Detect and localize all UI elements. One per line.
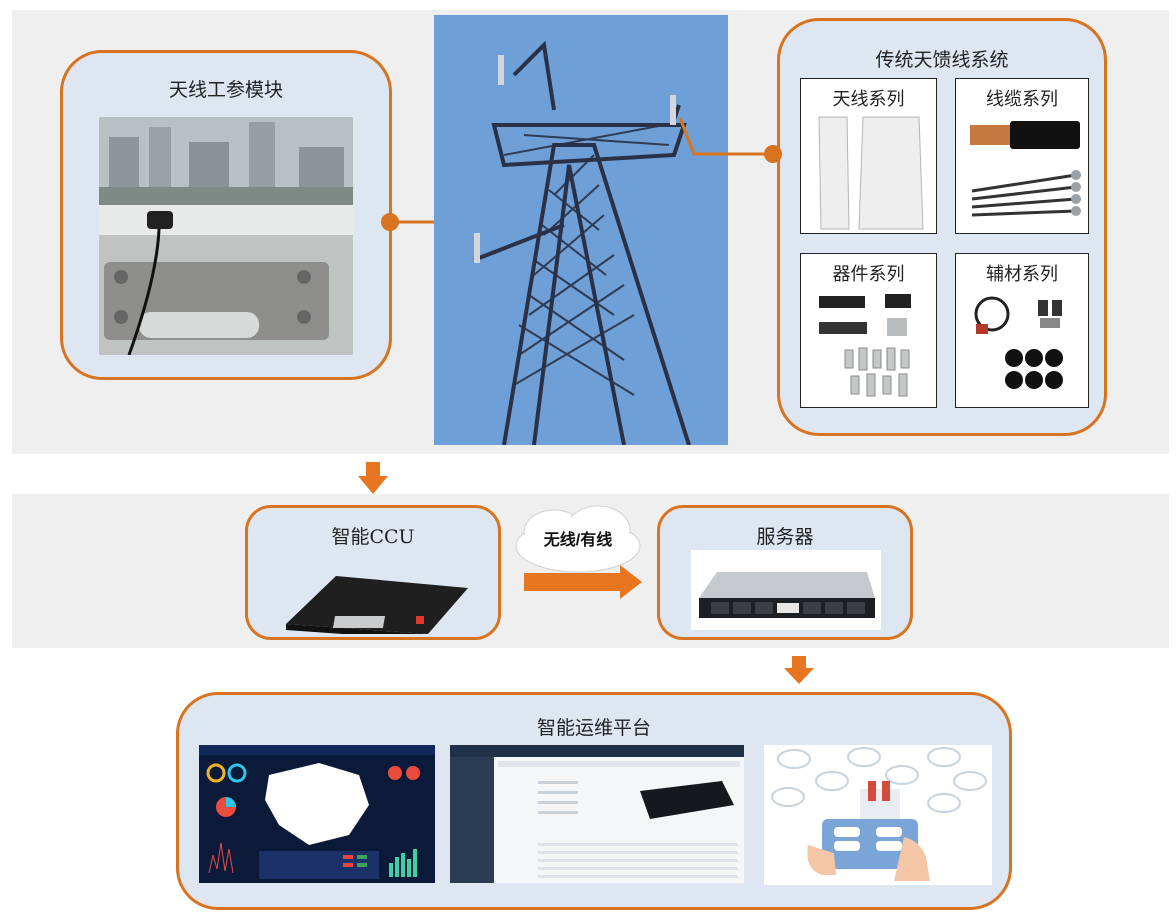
antenna-module-box: 天线工参模块 (60, 50, 392, 380)
server-title: 服务器 (756, 526, 814, 548)
antenna-series-label: 天线系列 (832, 89, 905, 110)
accessory-series-label: 辅材系列 (986, 264, 1058, 285)
server-photo (691, 550, 881, 630)
ccu-title: 智能CCU (331, 526, 415, 548)
component-series-panel: 器件系列 (800, 253, 937, 408)
component-series-label: 器件系列 (832, 264, 905, 285)
antenna-series-panel: 天线系列 (800, 78, 937, 234)
traditional-system-box: 传统天馈线系统 天线系列 线缆系列 器件系列 (777, 18, 1107, 436)
platform-dashboard-image (199, 745, 435, 883)
down-arrow-1 (358, 462, 388, 494)
accessory-series-panel: 辅材系列 (955, 253, 1089, 408)
cable-series-panel: 线缆系列 (955, 78, 1089, 234)
antenna-sensor-photo (99, 117, 353, 355)
ccu-device-image (286, 576, 468, 634)
antenna-module-title: 天线工参模块 (168, 79, 283, 101)
link-cloud: 无线/有线 (508, 502, 648, 576)
platform-management-image (450, 745, 744, 883)
platform-box: 智能运维平台 (176, 692, 1012, 910)
link-arrow (524, 565, 642, 599)
server-box: 服务器 (657, 505, 913, 640)
traditional-system-title: 传统天馈线系统 (875, 49, 1009, 71)
platform-iot-illustration (764, 745, 992, 885)
platform-title: 智能运维平台 (536, 717, 651, 739)
tower-photo (434, 15, 728, 445)
down-arrow-2 (784, 656, 814, 684)
link-label: 无线/有线 (543, 532, 613, 549)
ccu-box: 智能CCU (245, 505, 501, 640)
cable-series-label: 线缆系列 (986, 89, 1058, 110)
